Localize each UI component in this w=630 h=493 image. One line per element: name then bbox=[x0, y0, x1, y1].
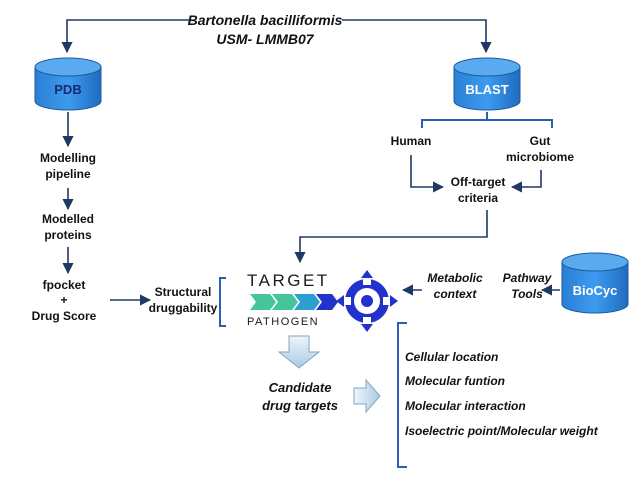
pathway-tools-line1: Pathway bbox=[503, 271, 553, 285]
right-hollow-arrow bbox=[353, 378, 381, 414]
offtarget-criteria-line1: Off-target bbox=[451, 175, 506, 189]
offtarget-criteria-line2: criteria bbox=[458, 191, 498, 205]
criteria-item: Isoelectric point/Molecular weight bbox=[405, 424, 599, 438]
modelling-pipeline-line1: Modelling bbox=[40, 151, 96, 165]
pdb-database-icon: PDB bbox=[34, 57, 102, 111]
blast-label: BLAST bbox=[465, 82, 508, 97]
left-pipeline-arrows bbox=[62, 112, 152, 306]
metabolic-context-line1: Metabolic bbox=[427, 271, 483, 285]
title-connectors bbox=[61, 19, 492, 54]
pdb-label: PDB bbox=[54, 82, 81, 97]
blast-brace bbox=[421, 112, 553, 128]
candidate-targets-line1: Candidate bbox=[269, 380, 332, 395]
organism-name: Bartonella bacilliformis bbox=[188, 12, 343, 28]
pathway-tools-line2: Tools bbox=[511, 287, 543, 301]
candidate-targets-line2: drug targets bbox=[262, 398, 338, 413]
organism-strain: USM- LMMB07 bbox=[216, 31, 314, 47]
drug-score-label: Drug Score bbox=[32, 309, 97, 323]
crosshair-icon bbox=[336, 270, 398, 332]
criteria-brace bbox=[397, 322, 407, 468]
criteria-list: Cellular location Molecular funtion Mole… bbox=[405, 350, 599, 438]
metabolic-context-line2: context bbox=[434, 287, 478, 301]
biocyc-database-icon: BioCyc bbox=[561, 252, 629, 314]
blast-database-icon: BLAST bbox=[453, 57, 521, 111]
criteria-item: Molecular interaction bbox=[405, 399, 526, 413]
gut-microbiome-line1: Gut bbox=[530, 134, 551, 148]
structural-druggability-line2: druggability bbox=[149, 301, 218, 315]
fpocket-label: fpocket bbox=[43, 278, 86, 292]
down-hollow-arrow bbox=[277, 335, 321, 369]
gut-microbiome-line2: microbiome bbox=[506, 150, 574, 164]
human-label: Human bbox=[391, 134, 432, 148]
modelled-proteins-line2: proteins bbox=[44, 228, 92, 242]
plus-sign: + bbox=[60, 293, 67, 307]
logo-bracket bbox=[219, 277, 226, 327]
offtarget-arrows bbox=[294, 155, 542, 264]
modelling-pipeline-line2: pipeline bbox=[45, 167, 91, 181]
target-pathogen-logo: TARGET PATHOGEN bbox=[247, 270, 398, 332]
logo-text-target: TARGET bbox=[247, 271, 330, 290]
modelled-proteins-line1: Modelled bbox=[42, 212, 94, 226]
biocyc-label: BioCyc bbox=[573, 283, 618, 298]
logo-text-pathogen: PATHOGEN bbox=[247, 316, 319, 328]
criteria-item: Cellular location bbox=[405, 350, 498, 364]
criteria-item: Molecular funtion bbox=[405, 374, 505, 388]
structural-druggability-line1: Structural bbox=[155, 285, 212, 299]
